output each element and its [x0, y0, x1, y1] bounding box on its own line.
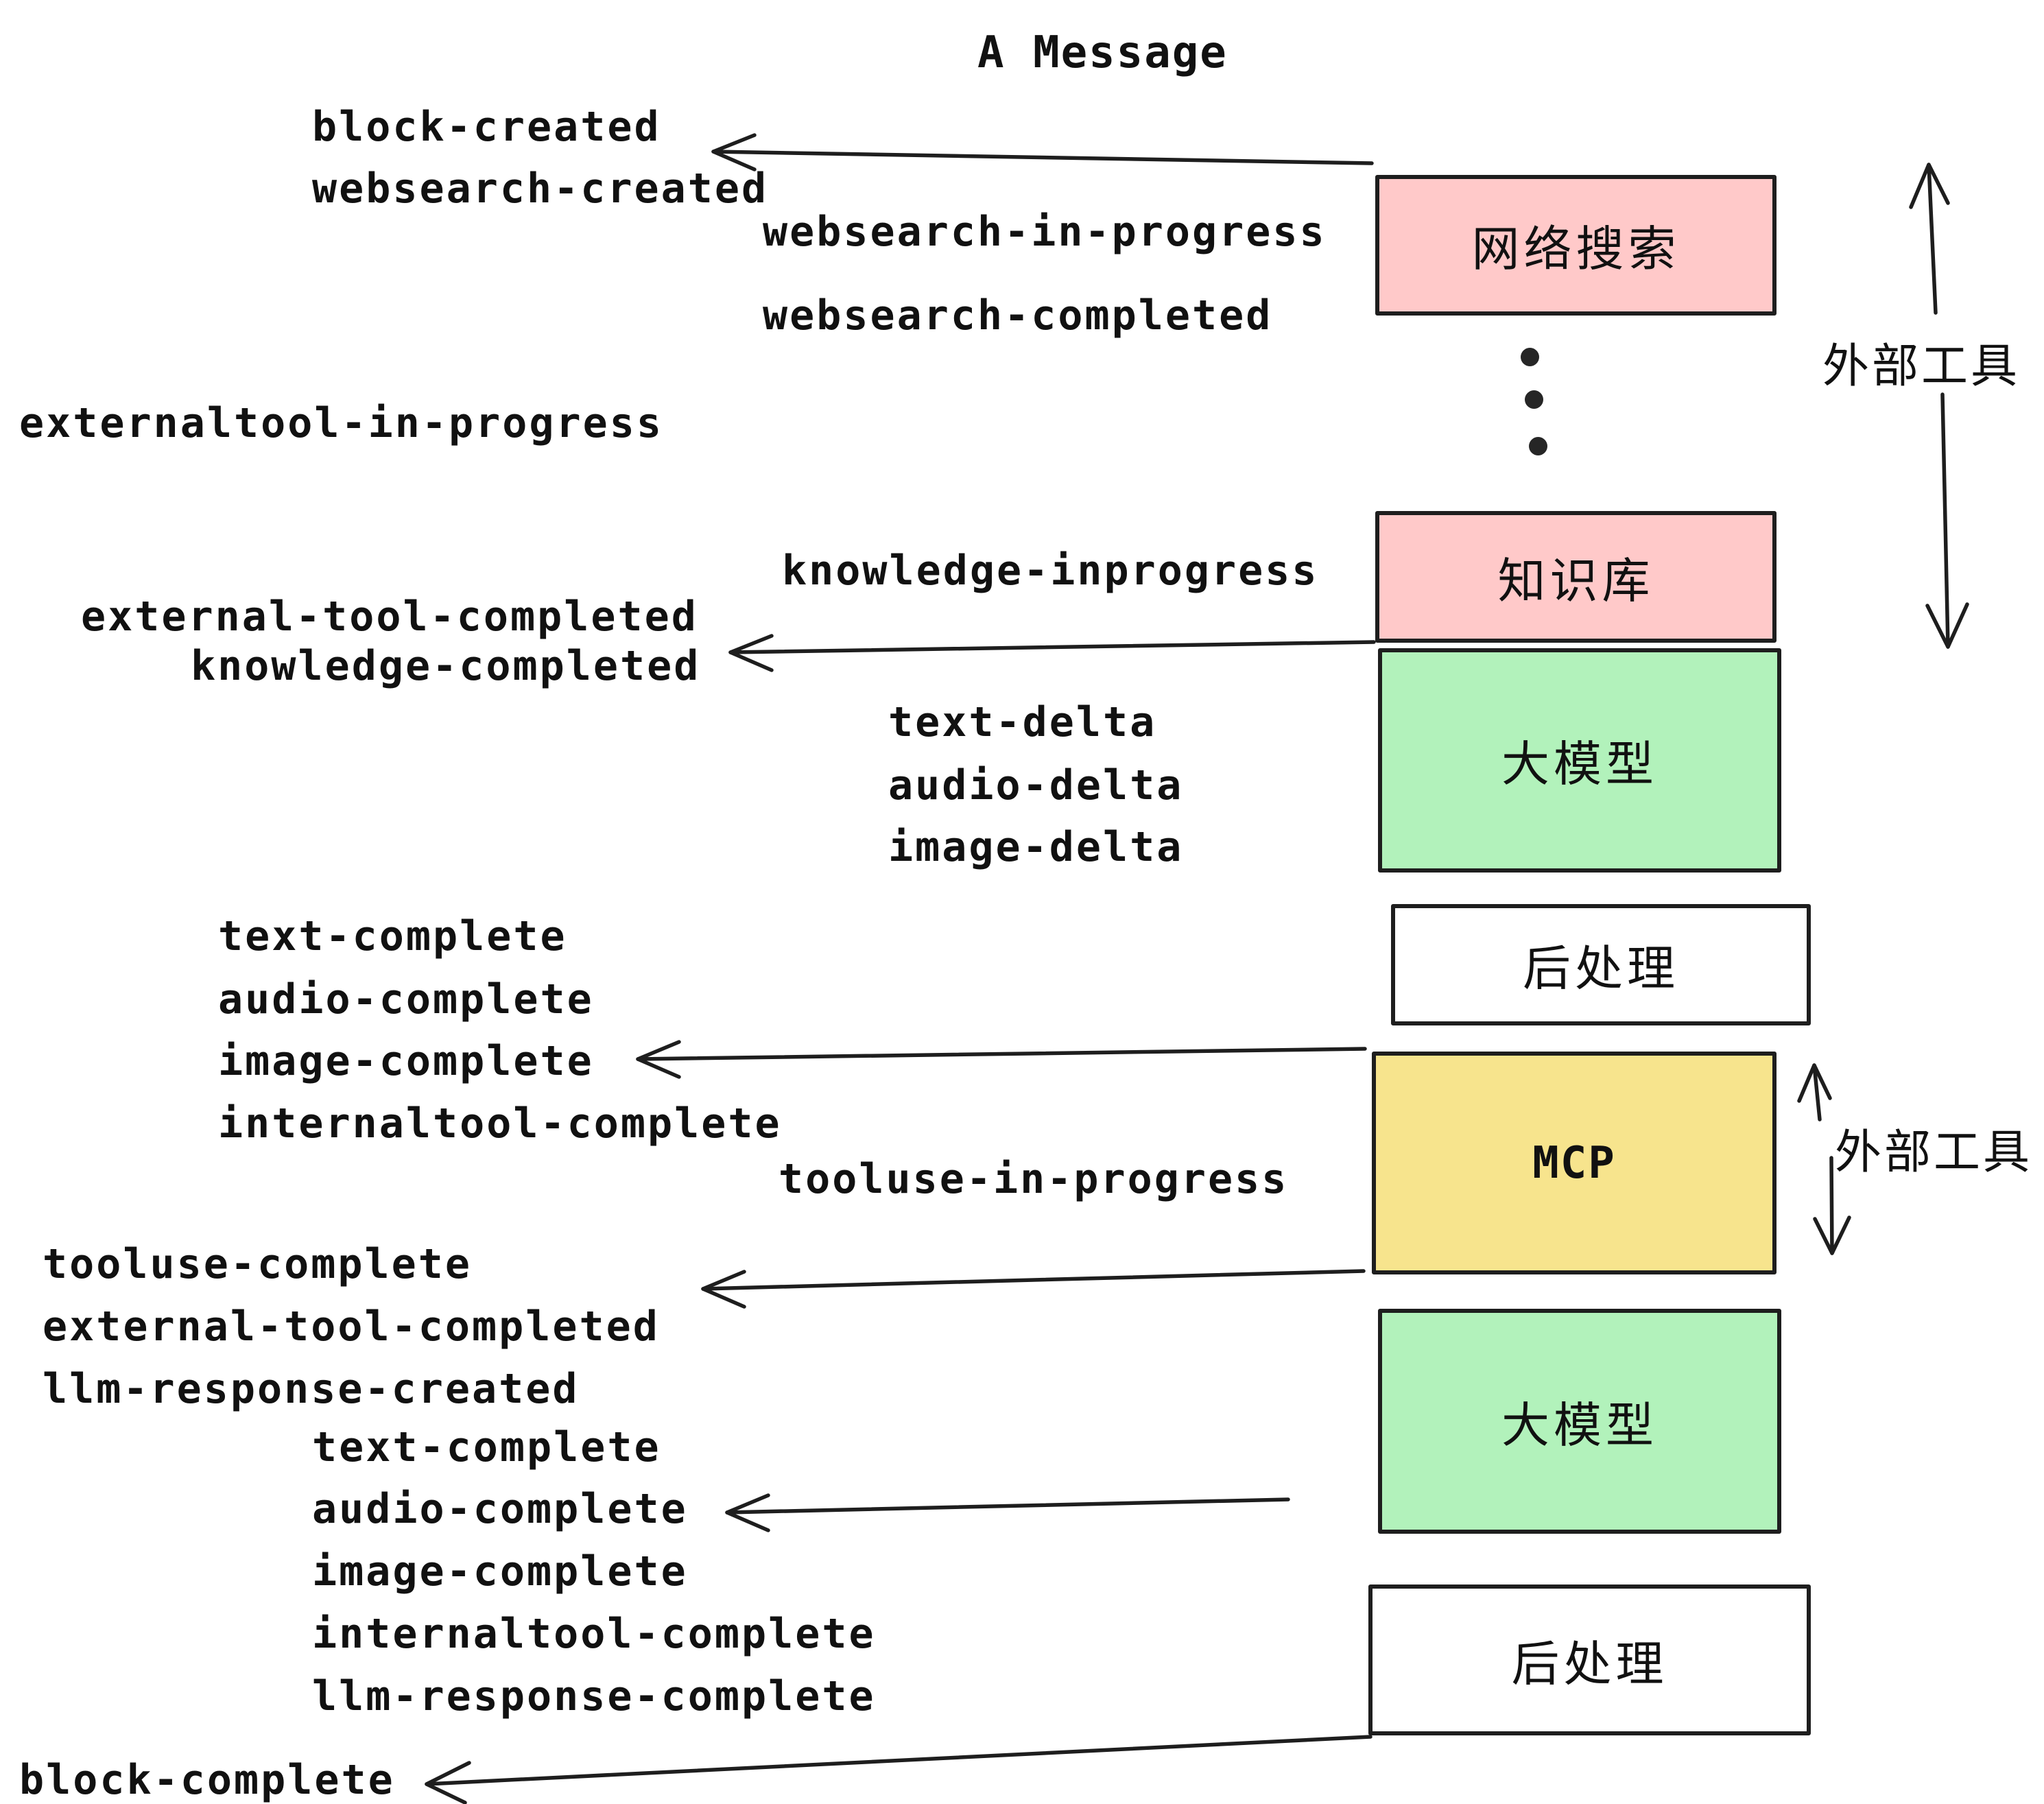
event-knowledge-inprogress: knowledge-inprogress [782, 547, 1319, 595]
event-text-complete-2: text-complete [312, 1423, 661, 1471]
external-tools-label-2: 外部工具 [1835, 1126, 2033, 1178]
arrow-image-complete [636, 1040, 1367, 1079]
box-llm-2: 大模型 [1378, 1309, 1781, 1534]
event-tooluse-complete: tooluse-complete [43, 1240, 472, 1288]
box-mcp-label: MCP [1532, 1137, 1616, 1189]
event-internaltool-complete-1: internaltool-complete [218, 1100, 782, 1148]
event-image-delta-1: image-delta [888, 823, 1184, 871]
arrow-audio-complete [725, 1493, 1290, 1532]
event-text-delta-1: text-delta [888, 698, 1157, 746]
arrow-block-complete [425, 1735, 1372, 1804]
event-externaltool-in-progress: externaltool-in-progress [19, 399, 663, 447]
external-tools-label-1: 外部工具 [1822, 340, 2021, 392]
event-knowledge-completed: knowledge-completed [191, 642, 701, 690]
diagram-title: A Message [977, 27, 1228, 78]
external-tools-span-up-arrow-1 [1909, 163, 1950, 315]
event-audio-delta-1: audio-delta [888, 761, 1184, 809]
event-external-tool-completed-1: external-tool-completed [81, 593, 698, 641]
event-websearch-in-progress: websearch-in-progress [763, 208, 1327, 256]
box-websearch: 网络搜索 [1375, 175, 1776, 316]
event-websearch-completed: websearch-completed [763, 292, 1273, 340]
event-image-complete-2: image-complete [312, 1547, 688, 1595]
event-block-complete: block-complete [19, 1756, 395, 1804]
event-websearch-created: websearch-created [312, 165, 769, 213]
event-llm-response-complete: llm-response-complete [312, 1672, 876, 1720]
box-postprocess-2-label: 后处理 [1511, 1637, 1668, 1691]
box-knowledge-base: 知识库 [1375, 511, 1776, 643]
event-text-complete-1: text-complete [218, 912, 567, 960]
arrow-block-created [711, 133, 1374, 171]
event-audio-complete-1: audio-complete [218, 975, 594, 1023]
event-block-created: block-created [312, 103, 661, 151]
box-mcp: MCP [1372, 1052, 1776, 1274]
external-tools-span-down-arrow-2 [1813, 1156, 1851, 1255]
event-llm-response-created: llm-response-created [43, 1365, 580, 1413]
external-tools-span-up-arrow-2 [1797, 1063, 1832, 1121]
event-tooluse-in-progress: tooluse-in-progress [779, 1155, 1289, 1203]
box-llm-2-label: 大模型 [1501, 1398, 1658, 1452]
box-llm-1-label: 大模型 [1501, 737, 1658, 791]
ellipsis-dot [1525, 390, 1543, 409]
ellipsis-dot [1521, 348, 1539, 366]
box-llm-1: 大模型 [1378, 648, 1781, 873]
event-external-tool-completed-2: external-tool-completed [43, 1303, 660, 1351]
box-websearch-label: 网络搜索 [1471, 222, 1680, 276]
ellipsis-dot [1529, 437, 1547, 455]
arrow-knowledge-completed [728, 634, 1376, 672]
external-tools-span-down-arrow-1 [1925, 392, 1969, 649]
box-postprocess-1: 后处理 [1391, 904, 1811, 1025]
box-postprocess-1-label: 后处理 [1523, 942, 1679, 995]
event-audio-complete-2: audio-complete [312, 1485, 688, 1533]
event-internaltool-complete-2: internaltool-complete [312, 1610, 876, 1658]
box-postprocess-2: 后处理 [1368, 1585, 1811, 1735]
arrow-tooluse-complete [701, 1269, 1366, 1309]
box-knowledge-base-label: 知识库 [1497, 554, 1654, 608]
event-image-complete-1: image-complete [218, 1037, 594, 1085]
